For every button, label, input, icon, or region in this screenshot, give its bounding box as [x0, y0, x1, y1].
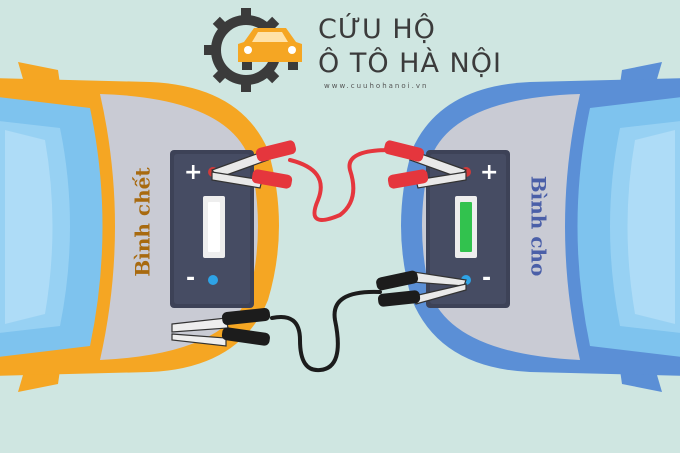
brand-name-line1: CỨU HỘ	[318, 14, 436, 45]
black-clamp-right	[376, 270, 467, 307]
dead-battery-terminal-negative	[208, 275, 218, 285]
donor-battery	[426, 150, 510, 308]
dead-battery	[170, 150, 254, 308]
dead-battery-label: Bình chết	[130, 167, 155, 277]
brand-url: www.cuuhohanoi.vn	[324, 82, 429, 90]
red-jumper-cable	[211, 140, 467, 222]
brand-name-line2: Ô TÔ HÀ NỘI	[318, 48, 502, 79]
gear-car-icon	[204, 8, 302, 92]
dead-battery-minus-sign: -	[186, 266, 196, 291]
black-jumper-cable	[171, 270, 467, 373]
dead-battery-plus-sign: +	[184, 160, 203, 185]
brand-logo: CỨU HỘ Ô TÔ HÀ NỘI www.cuuhohanoi.vn	[200, 6, 501, 96]
donor-battery-label: Bình cho	[526, 175, 551, 277]
red-clamp-left	[211, 140, 297, 189]
red-clamp-right	[383, 140, 467, 189]
donor-battery-plus-sign: +	[480, 160, 499, 185]
donor-battery-minus-sign: -	[482, 266, 492, 291]
black-clamp-left	[171, 308, 271, 347]
